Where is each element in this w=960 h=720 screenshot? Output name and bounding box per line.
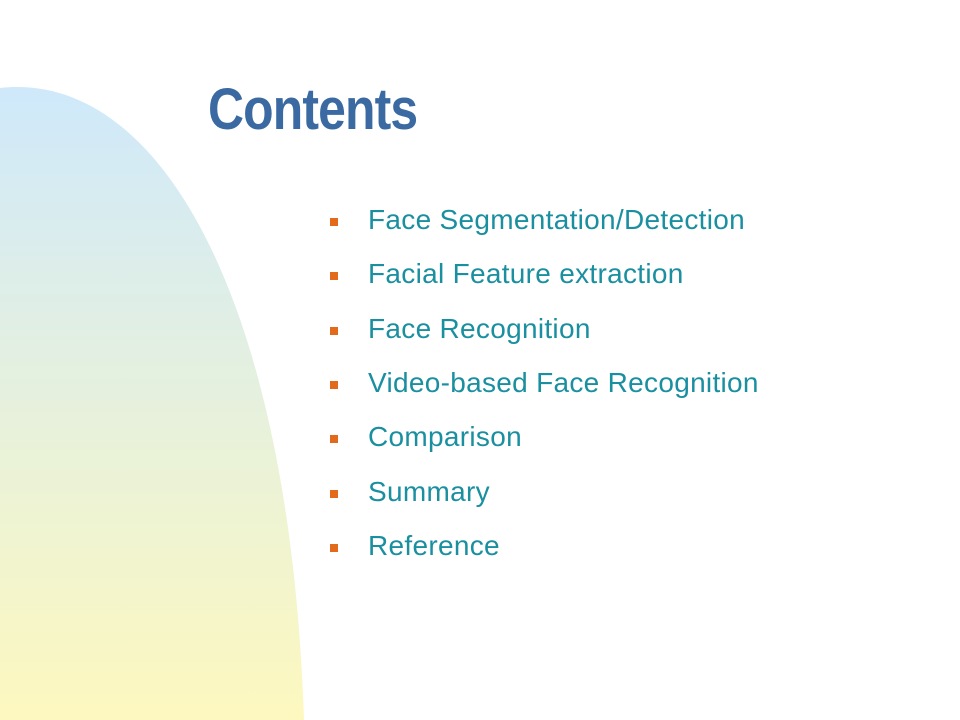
list-item-text: Summary [368, 475, 490, 507]
square-bullet-icon [330, 381, 338, 390]
slide-title: Contents [208, 77, 418, 142]
list-item: Face Recognition [330, 302, 759, 356]
square-bullet-icon [330, 218, 338, 227]
square-bullet-icon [330, 489, 338, 498]
square-bullet-icon [330, 326, 338, 335]
list-item-text: Video-based Face Recognition [368, 367, 759, 399]
list-item: Face Segmentation/Detection [330, 193, 759, 247]
list-item: Reference [330, 519, 759, 573]
list-item-text: Comparison [368, 421, 522, 453]
list-item: Video-based Face Recognition [330, 356, 759, 410]
list-item: Summary [330, 464, 759, 518]
list-item-text: Face Recognition [368, 312, 591, 344]
list-item-text: Reference [368, 529, 500, 561]
list-item: Comparison [330, 410, 759, 464]
square-bullet-icon [330, 543, 338, 552]
list-item: Facial Feature extraction [330, 247, 759, 301]
square-bullet-icon [330, 435, 338, 444]
contents-list: Face Segmentation/Detection Facial Featu… [330, 193, 759, 573]
list-item-text: Face Segmentation/Detection [368, 204, 745, 236]
list-item-text: Facial Feature extraction [368, 258, 684, 290]
square-bullet-icon [330, 272, 338, 281]
